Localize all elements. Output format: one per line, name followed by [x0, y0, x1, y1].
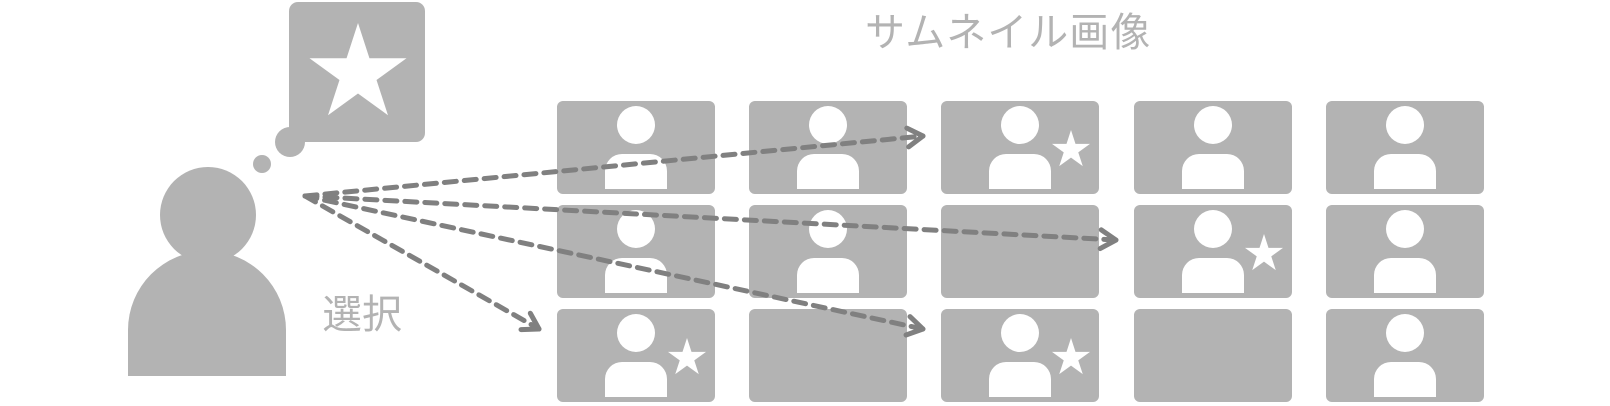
thumbnail — [1326, 205, 1484, 298]
person-body-icon — [797, 154, 859, 189]
thumbnail-frame — [941, 309, 1099, 402]
thumbnail-title: サムネイル画像 — [865, 10, 1152, 56]
select-label: 選択 — [322, 292, 402, 338]
thumbnail — [557, 101, 715, 194]
arrow-line — [302, 193, 1119, 243]
thumbnail-frame — [1134, 205, 1292, 298]
thumbnail-frame — [1326, 309, 1484, 402]
thumbnail-frame — [941, 101, 1099, 194]
person-head-icon — [1001, 314, 1039, 352]
selection-arrow — [302, 193, 926, 338]
person-head-icon — [1386, 314, 1424, 352]
thumbnail-frame — [557, 309, 715, 402]
person-body-icon — [989, 362, 1051, 397]
thumbnail — [557, 309, 715, 402]
thumbnail — [749, 309, 907, 402]
bubble-dot-small — [253, 155, 271, 173]
person-body-icon — [1182, 154, 1244, 189]
person-head-icon — [617, 106, 655, 144]
thumbnail — [941, 309, 1099, 402]
thumbnail — [1134, 101, 1292, 194]
thumbnail — [1134, 309, 1292, 402]
user-figure — [128, 167, 286, 376]
person-body-icon — [1182, 258, 1244, 293]
thumbnail-frame — [941, 205, 1099, 298]
selection-arrows — [302, 125, 1119, 338]
person-body-icon — [797, 258, 859, 293]
thumbnail-grid — [557, 101, 1484, 402]
selection-arrow — [302, 193, 542, 333]
selection-arrow — [302, 193, 1119, 252]
person-head-icon — [617, 210, 655, 248]
selection-arrow — [302, 125, 926, 199]
arrowhead-icon — [903, 314, 926, 338]
person-head-icon — [1194, 210, 1232, 248]
thumbnail — [1326, 101, 1484, 194]
person-body-icon — [605, 362, 667, 397]
thumbnail — [941, 205, 1099, 298]
person-body-icon — [989, 154, 1051, 189]
person-head-icon — [809, 210, 847, 248]
arrowhead-icon — [904, 125, 926, 150]
thought-bubble — [253, 2, 425, 173]
person-head-icon — [809, 106, 847, 144]
person-head-icon — [1194, 106, 1232, 144]
thumbnail-frame — [1134, 101, 1292, 194]
thumbnail — [1134, 205, 1292, 298]
thumbnail-frame — [749, 309, 907, 402]
arrowhead-icon — [518, 310, 542, 333]
arrow-line — [302, 133, 926, 199]
person-body-icon — [1374, 362, 1436, 397]
user-head-icon — [160, 167, 256, 263]
thumbnail-frame — [1326, 101, 1484, 194]
arrow-line — [302, 193, 926, 332]
person-body-icon — [1374, 154, 1436, 189]
thumbnail — [941, 101, 1099, 194]
arrow-line — [302, 193, 542, 332]
thumbnail-frame — [1134, 309, 1292, 402]
person-head-icon — [1386, 106, 1424, 144]
person-body-icon — [605, 154, 667, 189]
thumbnail-frame — [557, 101, 715, 194]
arrowhead-icon — [1097, 227, 1119, 252]
person-body-icon — [1374, 258, 1436, 293]
user-body-icon — [128, 251, 286, 376]
person-head-icon — [1001, 106, 1039, 144]
thumbnail — [1326, 309, 1484, 402]
person-head-icon — [1386, 210, 1424, 248]
person-body-icon — [605, 258, 667, 293]
thumbnail-frame — [1326, 205, 1484, 298]
person-head-icon — [617, 314, 655, 352]
